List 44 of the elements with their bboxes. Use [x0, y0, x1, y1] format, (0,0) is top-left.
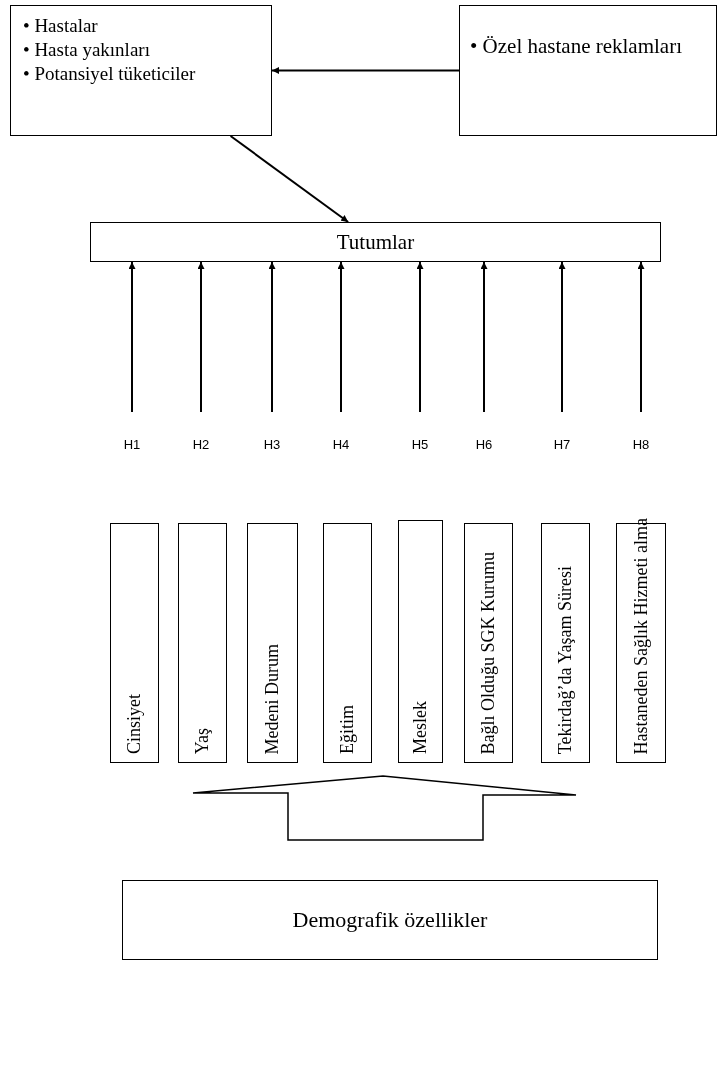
box-text: Meslek — [410, 701, 431, 754]
variable-box — [110, 523, 159, 763]
box-text: Demografik özellikler — [292, 908, 488, 932]
arrow — [229, 135, 350, 223]
arrow — [271, 67, 460, 74]
box-text: Bağlı Olduğu SGK Kurumu — [478, 551, 499, 754]
box-text: Medeni Durum — [262, 643, 283, 754]
block-arrow — [192, 775, 577, 841]
arrow — [268, 261, 276, 413]
arrow — [637, 261, 645, 413]
edge-label: H4 — [332, 437, 350, 452]
text-box — [90, 222, 661, 262]
variable-box — [178, 523, 227, 763]
variable-box — [464, 523, 513, 763]
text-box — [459, 5, 717, 136]
box-text: Eğitim — [337, 705, 358, 754]
arrow — [197, 261, 205, 413]
arrow — [480, 261, 488, 413]
text-box — [10, 5, 272, 136]
variable-box — [541, 523, 590, 763]
edge-label: H8 — [632, 437, 650, 452]
box-text: Hastaneden Sağlık Hizmeti alma — [630, 517, 652, 754]
arrow — [558, 261, 566, 413]
box-text: Tekirdağ’da Yaşam Süresi — [555, 565, 576, 754]
edge-label: H1 — [123, 437, 141, 452]
box-text: Tutumlar — [336, 230, 415, 254]
list-item: • Özel hastane reklamları — [470, 33, 683, 60]
arrow — [416, 261, 424, 413]
variable-box — [247, 523, 298, 763]
variable-box — [323, 523, 372, 763]
text-box — [122, 880, 658, 960]
list-item: • Hasta yakınları — [23, 38, 151, 62]
list-item: • Potansiyel tüketiciler — [23, 62, 197, 86]
arrow — [128, 261, 136, 413]
box-text: Yaş — [192, 727, 213, 754]
edge-label: H6 — [475, 437, 493, 452]
edge-label: H2 — [192, 437, 210, 452]
list-item: • Hastalar — [23, 14, 99, 38]
variable-box — [398, 520, 443, 763]
arrow — [337, 261, 345, 413]
edge-label: H5 — [411, 437, 429, 452]
edge-label: H3 — [263, 437, 281, 452]
box-text: Cinsiyet — [124, 694, 145, 754]
edge-label: H7 — [553, 437, 571, 452]
